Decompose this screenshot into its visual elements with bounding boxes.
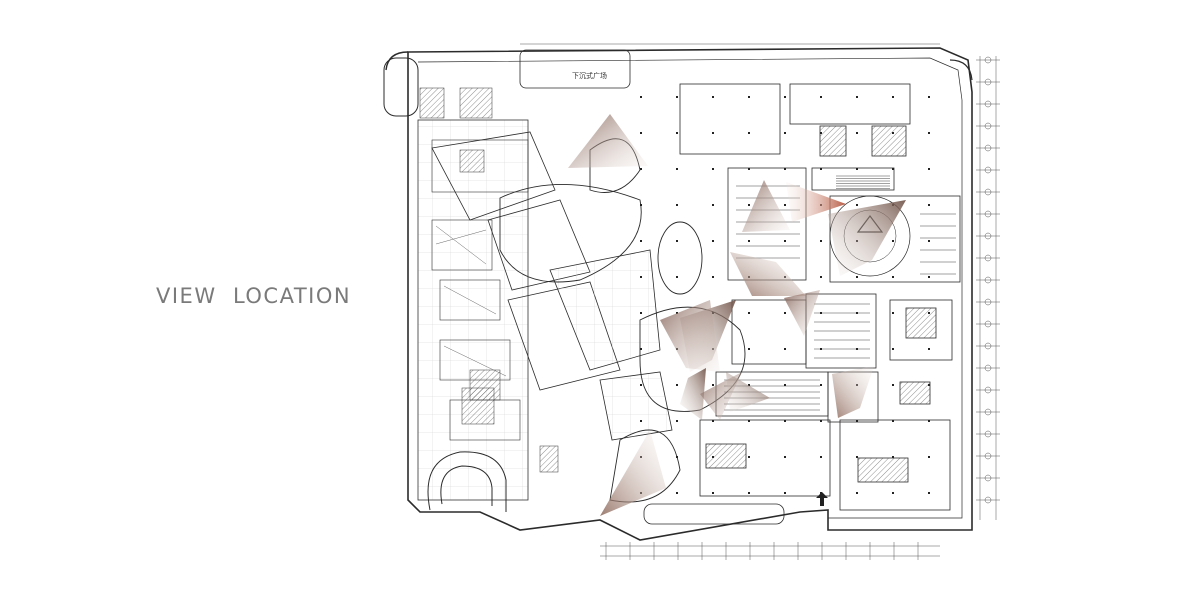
view-location-title: VIEW LOCATION	[156, 284, 352, 308]
view-cone-inner	[784, 290, 820, 336]
view-cones	[568, 114, 906, 516]
parking-area	[417, 87, 559, 501]
view-cone-north-east	[786, 182, 846, 222]
view-cone-east	[828, 200, 906, 276]
view-cone-south	[726, 372, 770, 412]
view-cone-mid	[730, 252, 806, 296]
view-cone-lower-left	[680, 368, 706, 420]
view-cone-atrium	[660, 300, 720, 372]
site-boundary	[383, 47, 973, 541]
view-cone-north-center	[742, 180, 790, 232]
car-ramp	[427, 451, 507, 512]
view-cone-south-west	[600, 430, 666, 516]
dimension-lines	[520, 43, 1000, 560]
sunken-plaza-label: 下沉式广场	[572, 71, 607, 80]
view-cone-north-west	[568, 114, 648, 168]
view-cone-south-east	[832, 366, 874, 418]
north-arrow-icon	[816, 492, 828, 506]
shelving	[724, 175, 956, 411]
